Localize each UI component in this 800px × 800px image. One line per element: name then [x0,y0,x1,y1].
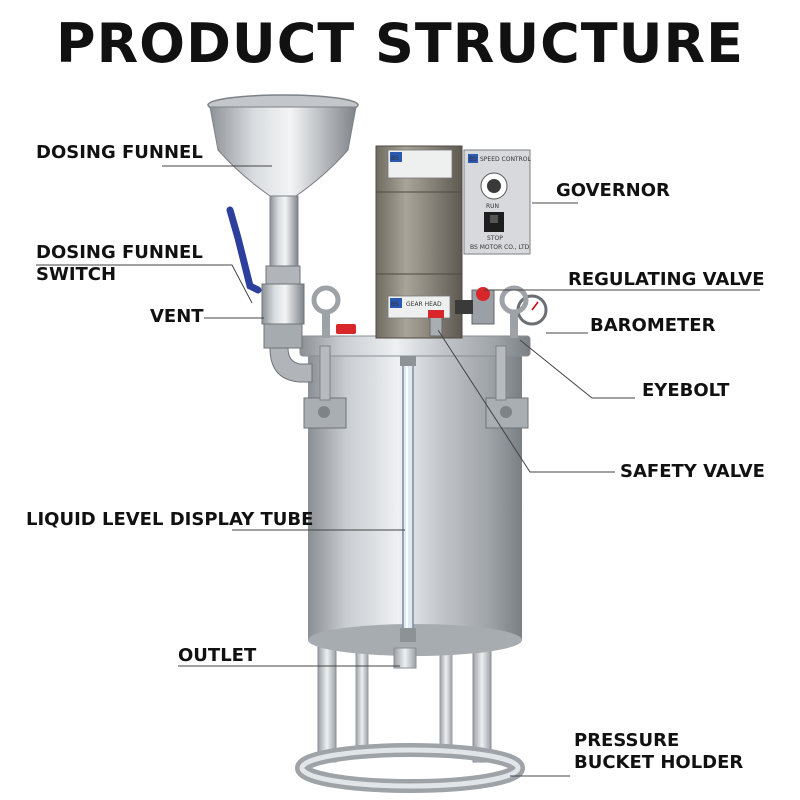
speed-stop: STOP [487,235,503,242]
label-barometer: BAROMETER [590,315,716,336]
label-outlet: OUTLET [178,645,257,666]
gear-title: GEAR HEAD [406,301,442,308]
label-regulating-valve: REGULATING VALVE [568,269,765,290]
speed-title: SPEED CONTROL [480,156,531,163]
speed-maker: BS MOTOR CO., LTD [470,244,530,251]
leader-lines [36,165,760,777]
label-dosing-funnel-switch-line2: SWITCH [36,264,117,285]
label-vent: VENT [150,306,204,327]
label-liquid-level-tube: LIQUID LEVEL DISPLAY TUBE [26,509,314,530]
funnel-switch [226,206,305,325]
label-dosing-funnel: DOSING FUNNEL [36,142,203,163]
eyebolts [311,285,529,338]
label-governor: GOVERNOR [556,180,670,201]
speed-run: RUN [486,203,499,210]
dosing-funnel [207,94,359,267]
bucket-holder [295,641,525,793]
gear-logo: BS [391,301,399,308]
label-dosing-funnel-switch-line1: DOSING FUNNEL [36,242,203,263]
speed-control-box: BS SPEED CONTROL RUN STOP BS MOTOR CO., … [463,149,531,255]
label-pressure-holder-line1: PRESSURE [574,730,680,751]
motor-logo: BS [391,155,399,162]
safety-valve [336,310,444,337]
speed-logo: BS [469,156,477,163]
label-eyebolt: EYEBOLT [642,380,730,401]
label-safety-valve: SAFETY VALVE [620,461,765,482]
tank-body [299,335,531,656]
label-pressure-holder-line2: BUCKET HOLDER [574,752,744,773]
liquid-level-tube [400,356,416,642]
outlet-pipe [393,647,417,669]
vent-pipe [263,323,313,383]
motor: BS BS GEAR HEAD [375,145,463,339]
page-title: PRODUCT STRUCTURE [56,12,744,75]
